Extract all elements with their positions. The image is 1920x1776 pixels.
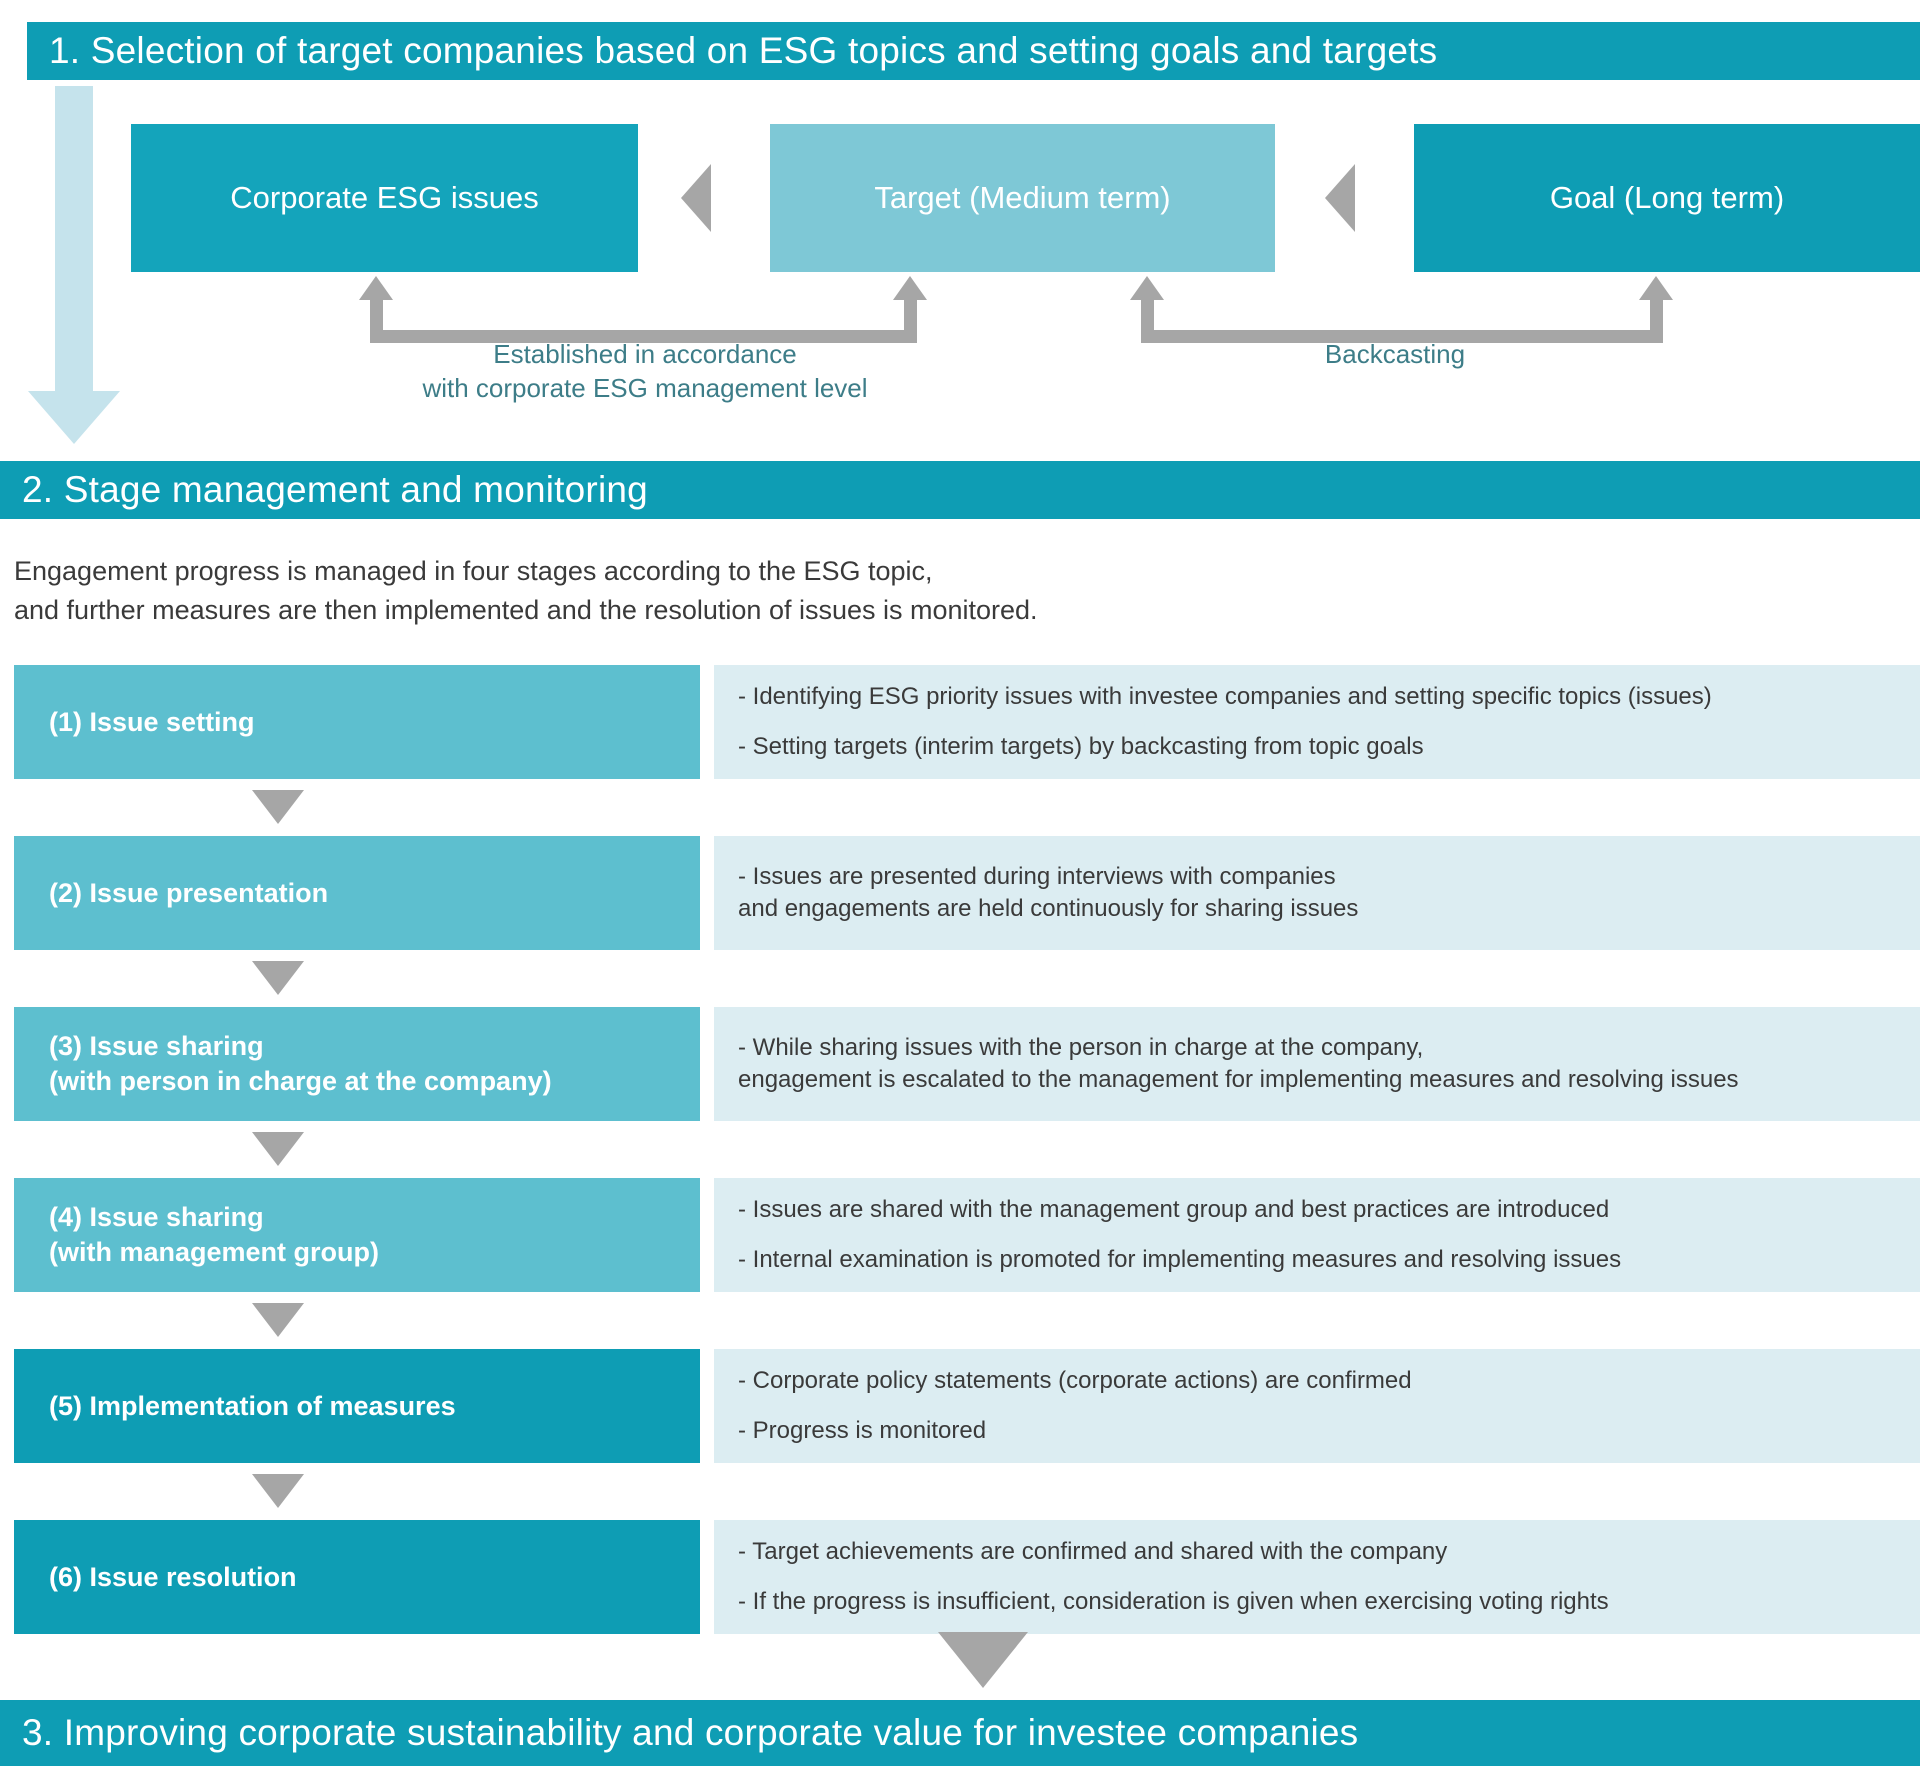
- arrow-left-icon-goal-to-target: [1325, 164, 1355, 232]
- stage-bullet-3-1: - While sharing issues with the person i…: [738, 1033, 1739, 1093]
- stage-row-label-4: (4) Issue sharing (with management group…: [14, 1178, 700, 1292]
- stage-bullet-4-2: - Internal examination is promoted for i…: [738, 1246, 1622, 1273]
- stage-bullet-4-1: - Issues are shared with the management …: [738, 1195, 1610, 1223]
- stage-label-text-6: (6) Issue resolution: [49, 1561, 297, 1592]
- stage-bullet-6-1: - Target achievements are confirmed and …: [738, 1537, 1448, 1565]
- section-2-header: 2. Stage management and monitoring: [0, 461, 1920, 519]
- section-3-header: 3. Improving corporate sustainability an…: [0, 1700, 1920, 1766]
- flow-down-arrow-section1-to-2: [28, 86, 120, 444]
- stage-bullet-5-1: - Corporate policy statements (corporate…: [738, 1366, 1412, 1394]
- stage-row-detail-3: - While sharing issues with the person i…: [714, 1007, 1920, 1121]
- stage-bullet-5-2: - Progress is monitored: [738, 1417, 987, 1444]
- box-corporate-esg-issues: Corporate ESG issues: [131, 124, 638, 272]
- connector-label-established: Established in accordance with corporate…: [422, 339, 868, 403]
- stage-label-text-4: (4) Issue sharing (with management group…: [49, 1202, 379, 1267]
- stage-down-arrow-3: [252, 1132, 304, 1166]
- stage-down-arrow-5: [252, 1474, 304, 1508]
- stage-row-detail-6: - Target achievements are confirmed and …: [714, 1520, 1920, 1634]
- stage-row-label-2: (2) Issue presentation: [14, 836, 700, 950]
- stage-row-detail-5: - Corporate policy statements (corporate…: [714, 1349, 1920, 1463]
- stage-down-arrow-1: [252, 790, 304, 824]
- arrow-left-icon-target-to-corporate: [681, 164, 711, 232]
- section-1-header: 1. Selection of target companies based o…: [27, 22, 1920, 80]
- flow-down-arrow-section2-to-3: [938, 1632, 1028, 1688]
- stage-row-detail-2: - Issues are presented during interviews…: [714, 836, 1920, 950]
- stage-row-label-5: (5) Implementation of measures: [14, 1349, 700, 1463]
- connector-label-backcasting: Backcasting: [1324, 339, 1466, 369]
- stage-label-text-2: (2) Issue presentation: [49, 877, 329, 908]
- stage-bullet-1-2: - Setting targets (interim targets) by b…: [738, 733, 1424, 760]
- stage-bullet-1-1: - Identifying ESG priority issues with i…: [738, 682, 1712, 710]
- box-goal-long-term: Goal (Long term): [1414, 124, 1920, 272]
- stage-down-arrow-4: [252, 1303, 304, 1337]
- stage-label-text-1: (1) Issue setting: [49, 706, 255, 737]
- stage-down-arrow-2: [252, 961, 304, 995]
- stage-bullet-6-2: - If the progress is insufficient, consi…: [738, 1588, 1609, 1615]
- box-target-medium-term: Target (Medium term): [770, 124, 1275, 272]
- stage-row-label-1: (1) Issue setting: [14, 665, 700, 779]
- stage-label-text-3: (3) Issue sharing (with person in charge…: [49, 1031, 552, 1096]
- stage-row-detail-4: - Issues are shared with the management …: [714, 1178, 1920, 1292]
- stage-row-detail-1: - Identifying ESG priority issues with i…: [714, 665, 1920, 779]
- stage-row-label-3: (3) Issue sharing (with person in charge…: [14, 1007, 700, 1121]
- stage-bullet-2-1: - Issues are presented during interviews…: [738, 862, 1359, 922]
- stage-label-text-5: (5) Implementation of measures: [49, 1390, 456, 1421]
- stage-row-label-6: (6) Issue resolution: [14, 1520, 700, 1634]
- section-2-intro-text: Engagement progress is managed in four s…: [14, 556, 1038, 626]
